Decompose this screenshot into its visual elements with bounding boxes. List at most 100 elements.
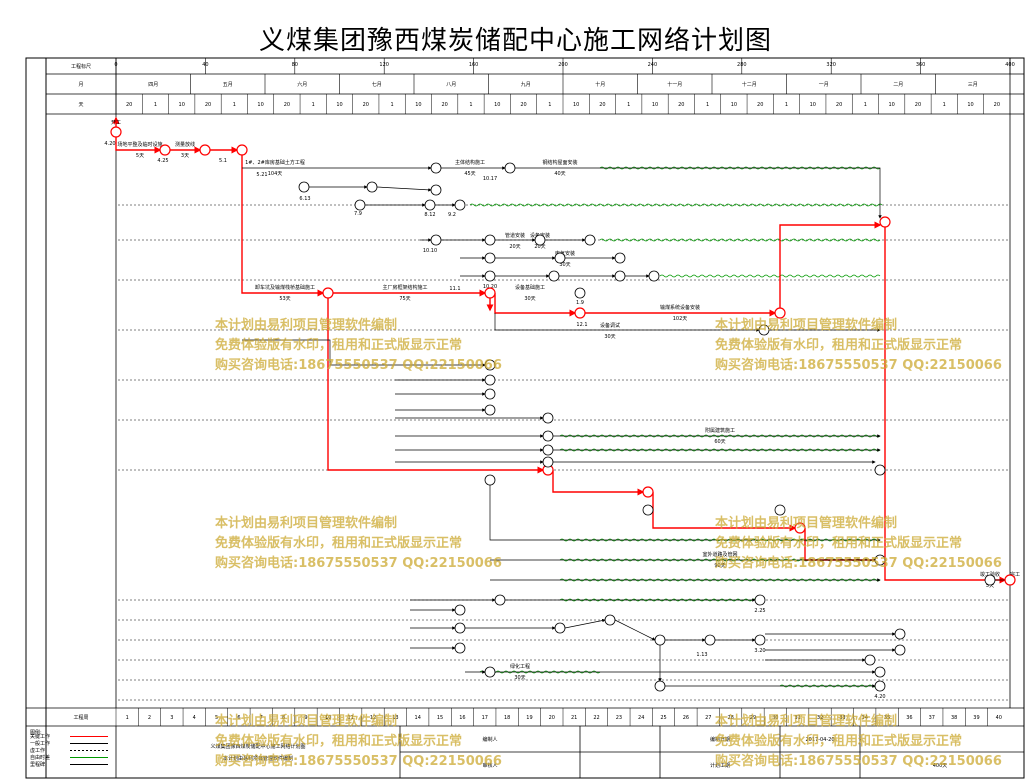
week-label: 31 xyxy=(794,715,800,721)
day-label: 20 xyxy=(363,102,369,108)
scale-tick-label: 160 xyxy=(469,62,479,68)
watermark-line: 免费体验版有水印，租用和正式版显示正常 xyxy=(215,734,463,749)
day-label: 1 xyxy=(390,102,393,108)
event-node xyxy=(424,199,436,211)
watermark-block: 本计划由易利项目管理软件编制 免费体验版有水印，租用和正式版显示正常 购买咨询电… xyxy=(215,316,502,376)
critical-arrow xyxy=(115,132,162,154)
day-label: 10 xyxy=(731,102,737,108)
activity-arrow xyxy=(494,313,760,332)
node-date: 1.13 xyxy=(696,652,707,658)
task-duration: 20天 xyxy=(534,244,545,250)
critical-arrow xyxy=(652,492,797,532)
task-duration: 40天 xyxy=(554,171,565,177)
scale-tick-label: 40 xyxy=(202,62,208,68)
day-label: 10 xyxy=(810,102,816,108)
watermark-line: 本计划由易利项目管理软件编制 xyxy=(715,714,898,729)
day-label: 20 xyxy=(678,102,684,108)
task-duration: 53天 xyxy=(279,296,290,302)
day-label: 1 xyxy=(785,102,788,108)
month-row: 四月五月六月七月八月九月十月十一月十二月一月二月三月 xyxy=(115,74,978,94)
watermark-block: 本计划由易利项目管理软件编制 免费体验版有水印，租用和正式版显示正常 购买咨询电… xyxy=(215,514,502,574)
week-label: 18 xyxy=(504,715,510,721)
event-node xyxy=(654,680,666,692)
week-label: 9 xyxy=(304,715,307,721)
day-label: 1 xyxy=(312,102,315,108)
critical-arrow xyxy=(552,470,645,496)
event-node xyxy=(454,642,466,654)
event-node xyxy=(542,456,554,468)
critical-node xyxy=(159,144,171,156)
day-label: 20 xyxy=(441,102,447,108)
scale-tick-label: 320 xyxy=(826,62,836,68)
week-label: 13 xyxy=(392,715,398,721)
task-label: 钢结构屋面安装 xyxy=(542,159,577,166)
day-label: 20 xyxy=(836,102,842,108)
activity-arrow xyxy=(376,186,432,192)
field-label-reviewer: 审核人 xyxy=(482,762,497,769)
node-date: 4.25 xyxy=(157,158,168,164)
week-label: 30 xyxy=(772,715,778,721)
task-label: 1#、2#库房基础土方工程 xyxy=(245,159,305,166)
day-label: 1 xyxy=(233,102,236,108)
legend-label: 一般工作 xyxy=(30,740,50,747)
week-label: 29 xyxy=(750,715,756,721)
event-node xyxy=(554,252,566,264)
watermark-line: 购买咨询电话:18675550537 QQ:22150066 xyxy=(715,754,1002,769)
watermark-line: 购买咨询电话:18675550537 QQ:22150066 xyxy=(715,556,1002,571)
critical-arrow xyxy=(241,155,325,297)
event-node xyxy=(584,234,596,246)
critical-node xyxy=(484,287,496,299)
activity-arrow xyxy=(515,167,882,219)
week-label: 21 xyxy=(571,715,577,721)
activity-arrow xyxy=(614,619,656,641)
day-label: 20 xyxy=(284,102,290,108)
week-label: 38 xyxy=(951,715,957,721)
footer-project-subtitle: 本计划由易利项目管理软件编制 xyxy=(223,755,293,762)
task-duration: 3天 xyxy=(181,153,189,159)
event-node xyxy=(354,199,366,211)
activity-labels: 开工场地平整及临时设施5天测量放线3天1#、2#库房基础土方工程104天主体结构… xyxy=(104,120,1020,700)
task-label: 室外道路及管网 xyxy=(702,551,737,558)
day-label: 20 xyxy=(599,102,605,108)
task-duration: 5天 xyxy=(986,583,994,589)
week-label: 16 xyxy=(459,715,465,721)
event-node xyxy=(704,634,716,646)
node-date: 5.1 xyxy=(219,158,227,164)
activity-arrow xyxy=(564,618,606,629)
watermark-line: 免费体验版有水印，租用和正式版显示正常 xyxy=(715,536,963,551)
field-value-date: 2017-04-20 xyxy=(805,737,834,743)
day-label: 10 xyxy=(336,102,342,108)
week-label: 3 xyxy=(170,715,173,721)
critical-node xyxy=(794,522,806,534)
day-label: 1 xyxy=(706,102,709,108)
event-node xyxy=(774,504,786,516)
node-date: 11.1 xyxy=(449,286,460,292)
day-label: 1 xyxy=(627,102,630,108)
watermark-line: 免费体验版有水印，租用和正式版显示正常 xyxy=(715,338,963,353)
scale-tick-label: 80 xyxy=(292,62,298,68)
critical-node xyxy=(774,307,786,319)
legend-label: 自由时差 xyxy=(30,754,50,761)
day-label: 10 xyxy=(257,102,263,108)
day-label: 10 xyxy=(415,102,421,108)
week-label: 10 xyxy=(325,715,331,721)
task-label: 测量放线 xyxy=(175,141,195,148)
activity-arrow xyxy=(242,339,486,367)
month-label: 六月 xyxy=(297,81,307,88)
event-node xyxy=(504,162,516,174)
task-duration: 30天 xyxy=(514,675,525,681)
scale-tick-label: 240 xyxy=(648,62,658,68)
critical-node xyxy=(236,144,248,156)
watermark-line: 购买咨询电话:18675550537 QQ:22150066 xyxy=(215,358,502,373)
free-float-line xyxy=(599,238,881,242)
task-label: 电气安装 xyxy=(555,250,575,257)
event-node xyxy=(654,634,666,646)
task-label: 管道安装 xyxy=(505,232,525,239)
watermark-block: 本计划由易利项目管理软件编制 免费体验版有水印，租用和正式版显示正常 购买咨询电… xyxy=(715,316,1002,376)
event-node xyxy=(614,252,626,264)
task-duration: 20天 xyxy=(509,244,520,250)
scale-tick-label: 400 xyxy=(1005,62,1015,68)
